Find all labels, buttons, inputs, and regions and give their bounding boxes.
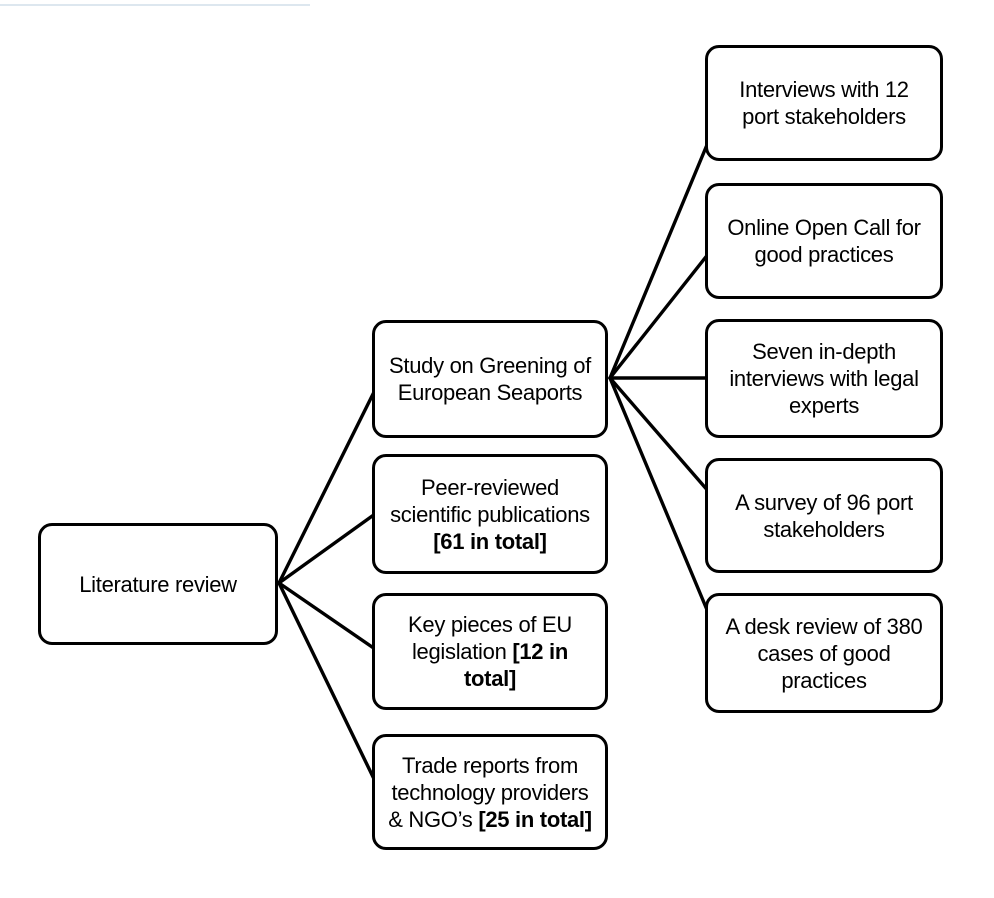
node-eu-legislation-label: Key pieces of EU legislation [12 in tota… xyxy=(408,612,572,691)
node-literature-review: Literature review xyxy=(38,523,278,645)
edge-literature-study xyxy=(277,388,377,585)
node-online-open-call: Online Open Call for good practices xyxy=(705,183,943,299)
edge-study-survey xyxy=(608,376,711,494)
node-stakeholder-survey-label: A survey of 96 port stakeholders xyxy=(735,489,913,542)
edge-literature-peer-reviewed xyxy=(277,512,377,585)
node-desk-review: A desk review of 380 cases of good pract… xyxy=(705,593,943,713)
node-trade-reports-label: Trade reports from technology providers … xyxy=(388,752,592,832)
edge-study-desk-review xyxy=(608,376,712,619)
page-top-border-artifact xyxy=(0,4,310,6)
node-peer-reviewed-publications-label: Peer-reviewed scientific publications [6… xyxy=(390,474,590,554)
node-port-stakeholder-interviews: Interviews with 12 port stakeholders xyxy=(705,45,943,161)
edge-study-interviews xyxy=(608,138,711,380)
node-study-greening-seaports-label: Study on Greening of European Seaports xyxy=(389,353,591,405)
node-desk-review-label: A desk review of 380 cases of good pract… xyxy=(725,613,923,693)
node-stakeholder-survey: A survey of 96 port stakeholders xyxy=(705,458,943,573)
node-study-greening-seaports: Study on Greening of European Seaports xyxy=(372,320,608,438)
node-port-stakeholder-interviews-label: Interviews with 12 port stakeholders xyxy=(739,77,909,129)
node-legal-expert-interviews: Seven in-depth interviews with legal exp… xyxy=(705,319,943,438)
edge-literature-eu-legislation xyxy=(277,581,377,651)
node-online-open-call-label: Online Open Call for good practices xyxy=(727,215,921,267)
node-trade-reports: Trade reports from technology providers … xyxy=(372,734,608,850)
node-eu-legislation: Key pieces of EU legislation [12 in tota… xyxy=(372,593,608,710)
edge-literature-trade-reports xyxy=(277,581,377,783)
node-legal-expert-interviews-label: Seven in-depth interviews with legal exp… xyxy=(729,339,919,418)
node-peer-reviewed-publications: Peer-reviewed scientific publications [6… xyxy=(372,454,608,574)
edge-study-open-call xyxy=(608,251,711,380)
node-literature-review-label: Literature review xyxy=(79,571,237,597)
